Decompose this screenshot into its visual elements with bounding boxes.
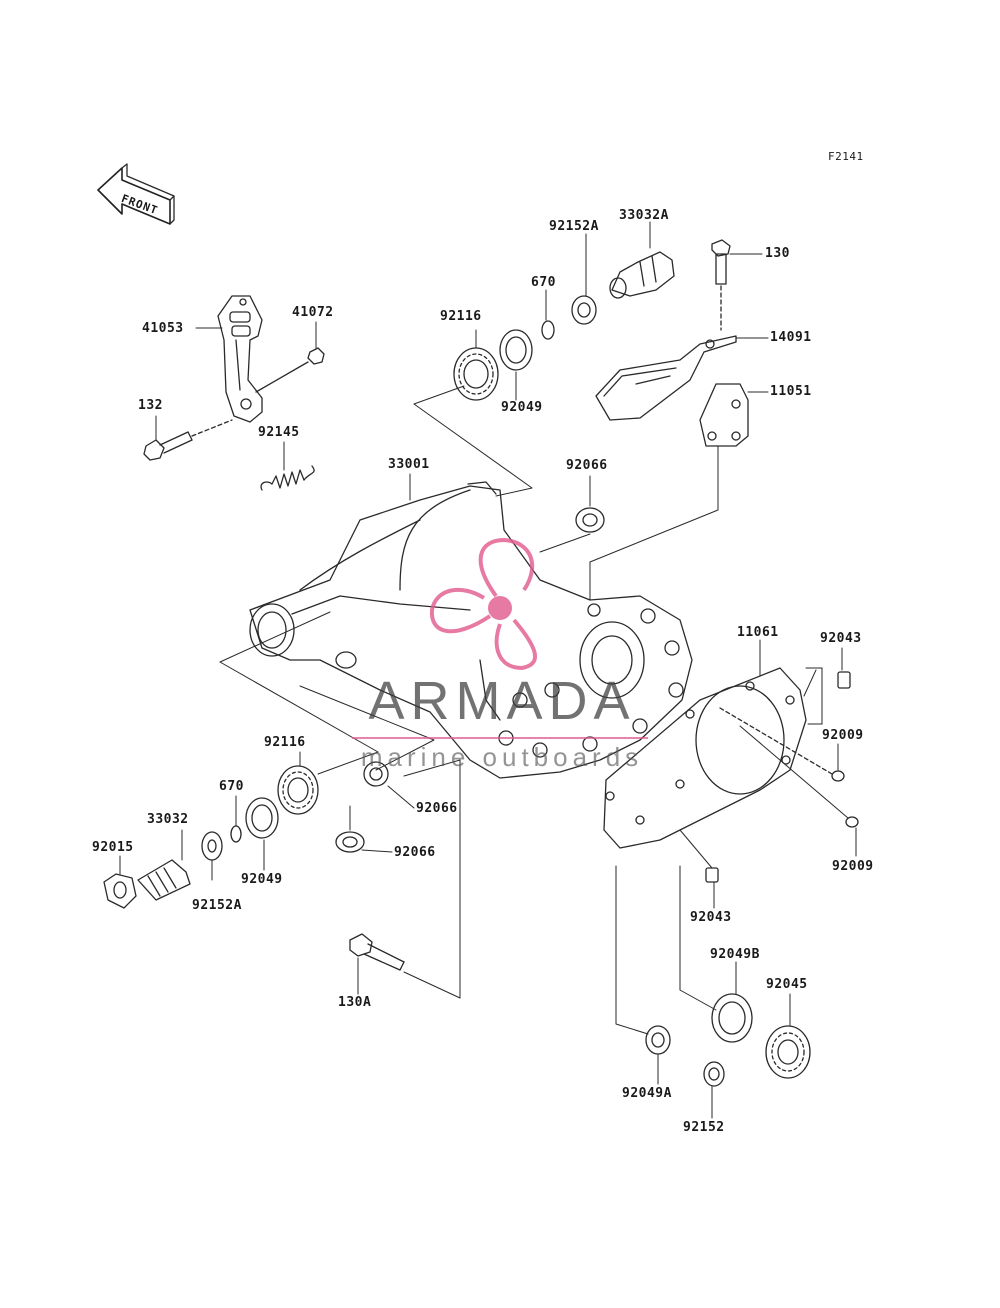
washer-92152A-bottom-icon [202, 832, 222, 860]
part-label-33032A[interactable]: 33032A [619, 208, 669, 223]
part-label-33032[interactable]: 33032 [147, 812, 189, 827]
collar-92066-low-icon [336, 832, 364, 852]
o-ring-670-bottom-icon [231, 826, 241, 842]
screw-92009-b-icon [846, 817, 858, 827]
oil-seal-92049-top-icon [500, 330, 532, 370]
part-label-92152A-bottom[interactable]: 92152A [192, 898, 242, 913]
collar-92066-mid-icon [364, 762, 388, 786]
part-label-92045[interactable]: 92045 [766, 977, 808, 992]
dowel-pin-92043-bottom-icon [706, 868, 718, 882]
bolt-130A-icon [350, 934, 404, 970]
lever-14091-icon [596, 336, 736, 420]
front-arrow-icon [98, 164, 174, 224]
oil-seal-92049-bottom-icon [246, 798, 278, 838]
gasket-11061-icon [604, 668, 806, 848]
watermark-tagline: marine outboards [360, 742, 644, 772]
watermark-divider [352, 737, 648, 739]
figure-code: F2141 [828, 150, 864, 163]
armada-propeller-logo-icon [432, 540, 535, 668]
watermark-title: ARMADA [368, 671, 636, 731]
part-label-92049A[interactable]: 92049A [622, 1086, 672, 1101]
nut-92015-icon [104, 874, 136, 908]
part-label-92049B[interactable]: 92049B [710, 947, 760, 962]
bolt-130-icon [712, 240, 730, 330]
bracket-11051-icon [700, 384, 748, 446]
part-label-92049-bottom[interactable]: 92049 [241, 872, 283, 887]
part-label-130A[interactable]: 130A [338, 995, 372, 1010]
part-label-92066-top[interactable]: 92066 [566, 458, 608, 473]
o-ring-670-top-icon [542, 321, 554, 339]
collar-92066-top-icon [576, 508, 604, 532]
part-label-92049-top[interactable]: 92049 [501, 400, 543, 415]
part-label-132[interactable]: 132 [138, 398, 163, 413]
dowel-pin-92043-top-icon [838, 672, 850, 688]
bracket-41053-icon [218, 296, 262, 422]
assembly-lines [220, 386, 848, 1034]
part-label-92066-mid[interactable]: 92066 [416, 801, 458, 816]
bearing-92116-bottom-icon [278, 766, 318, 814]
part-label-92145[interactable]: 92145 [258, 425, 300, 440]
oil-seal-92049A-icon [646, 1026, 670, 1054]
part-label-130[interactable]: 130 [765, 246, 790, 261]
part-label-11051[interactable]: 11051 [770, 384, 812, 399]
part-label-92116-top[interactable]: 92116 [440, 309, 482, 324]
final-drive-housing-33001-icon [250, 482, 692, 778]
oil-seal-92049B-icon [712, 994, 752, 1042]
part-label-92009-b[interactable]: 92009 [832, 859, 874, 874]
bushing-92152-icon [704, 1062, 724, 1086]
part-label-670-top[interactable]: 670 [531, 275, 556, 290]
bolt-132-icon [144, 420, 232, 460]
bearing-92116-top-icon [454, 348, 498, 400]
part-label-92116-bottom[interactable]: 92116 [264, 735, 306, 750]
part-label-92152[interactable]: 92152 [683, 1120, 725, 1135]
nut-41072-icon [256, 348, 324, 392]
part-label-92043-bottom[interactable]: 92043 [690, 910, 732, 925]
part-label-41053[interactable]: 41053 [142, 321, 184, 336]
spring-92145-icon [261, 466, 314, 490]
part-label-670-bottom[interactable]: 670 [219, 779, 244, 794]
part-label-92043-top[interactable]: 92043 [820, 631, 862, 646]
bearing-92045-icon [766, 1026, 810, 1078]
part-label-41072[interactable]: 41072 [292, 305, 334, 320]
part-label-11061[interactable]: 11061 [737, 625, 779, 640]
drain-plug-33032A-icon [610, 252, 674, 298]
washer-92152A-top-icon [572, 296, 596, 324]
part-label-33001[interactable]: 33001 [388, 457, 430, 472]
screw-92009-a-icon [720, 708, 844, 781]
leader-lines [120, 222, 856, 1118]
part-label-92152A-top[interactable]: 92152A [549, 219, 599, 234]
part-label-14091[interactable]: 14091 [770, 330, 812, 345]
part-label-92066-low[interactable]: 92066 [394, 845, 436, 860]
threaded-sleeve-33032-icon [138, 860, 190, 900]
part-label-92009-a[interactable]: 92009 [822, 728, 864, 743]
part-label-92015[interactable]: 92015 [92, 840, 134, 855]
